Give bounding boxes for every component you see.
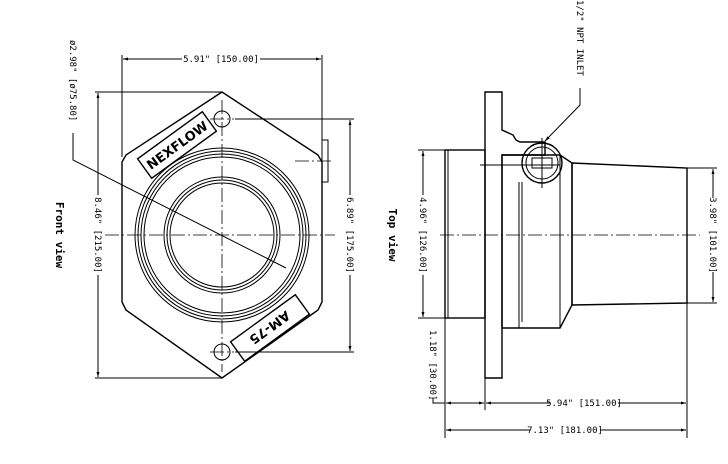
dim-outlet: 3.98" [101.00] — [707, 197, 717, 273]
dim-hub: 4.96" [126.00] — [417, 197, 427, 273]
dim-bolt-spacing: 6.89" [175.00] — [344, 197, 354, 273]
front-view-label: Front view — [53, 202, 66, 269]
model-plate: AM-75 — [229, 293, 311, 363]
inlet-leader — [544, 88, 581, 142]
dim-body-length: 5.94" [151.00] — [546, 399, 622, 409]
diameter-leader — [72, 133, 287, 269]
dim-diameter: ø2.98" [ø75.80] — [67, 40, 77, 121]
dim-overall-length: 7.13" [181.00] — [527, 426, 603, 436]
front-view: NEXFLOW AM-75 5.91" [150.00] 8.46" [215.… — [53, 40, 354, 379]
dim-height: 8.46" [215.00] — [92, 197, 102, 273]
hub — [444, 149, 486, 319]
hub-length-leader — [432, 398, 445, 404]
dim-width: 5.91" [150.00] — [183, 55, 259, 65]
outlet-cone — [571, 162, 688, 306]
top-view: 1/2" NPT INLET 4.96" [126.00] 3.98" [101… — [386, 0, 717, 438]
top-view-label: Top view — [386, 209, 399, 262]
body — [501, 154, 573, 329]
dim-hub-length: 1.18" [30.00] — [427, 330, 437, 400]
inlet-note: 1/2" NPT INLET — [574, 0, 584, 76]
flange — [484, 91, 546, 379]
